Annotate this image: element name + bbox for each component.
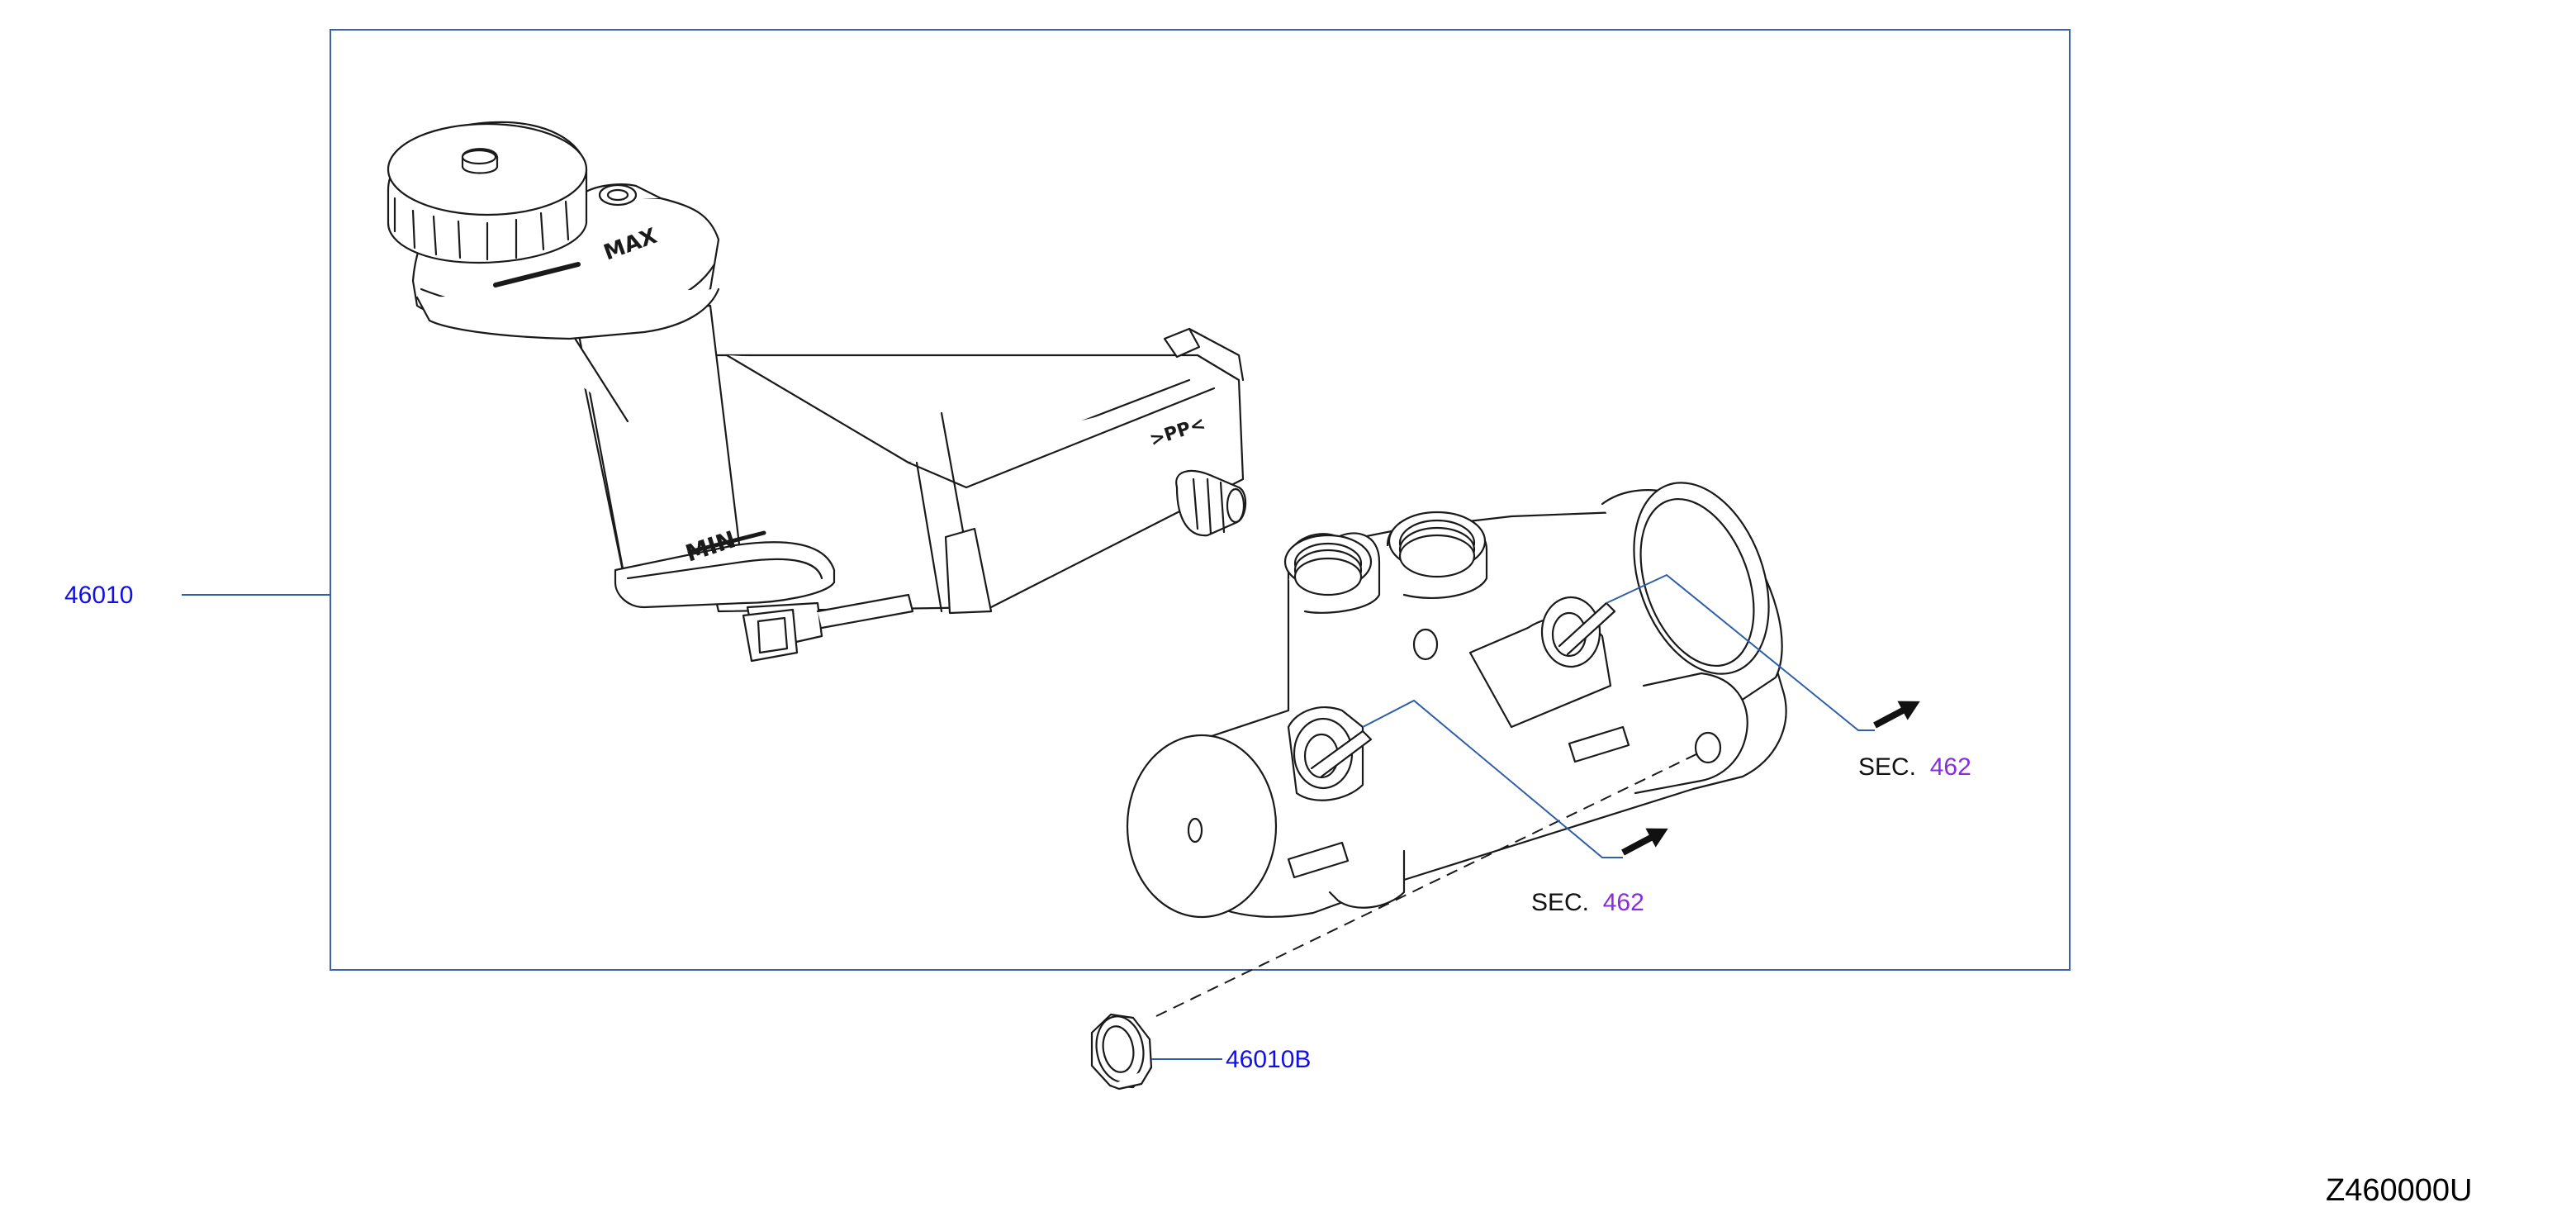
nut-dashed-line — [1155, 751, 1702, 1017]
diagram-id: Z460000U — [2326, 1173, 2473, 1208]
arrow-right-icon — [1873, 701, 1920, 729]
section-ref-number[interactable]: 462 — [1929, 753, 1971, 781]
nut-drawing — [1090, 1013, 1153, 1091]
section-ref-lower: SEC. 462 — [1531, 891, 1644, 915]
sec-leader-lower — [1362, 699, 1623, 858]
callout-46010B[interactable]: 46010B — [1226, 1046, 1312, 1073]
section-ref-word: SEC. — [1858, 753, 1917, 781]
callout-46010[interactable]: 46010 — [64, 582, 134, 609]
section-ref-number[interactable]: 462 — [1602, 889, 1644, 916]
assembly-frame — [330, 29, 2071, 971]
section-ref-upper: SEC. 462 — [1858, 755, 1971, 780]
arrow-right-icon — [1621, 828, 1668, 856]
section-ref-word: SEC. — [1531, 889, 1590, 916]
sec-leader-upper — [1606, 573, 1875, 731]
reservoir-tank-drawing — [387, 121, 1247, 663]
master-cylinder-drawing — [1126, 482, 1787, 919]
